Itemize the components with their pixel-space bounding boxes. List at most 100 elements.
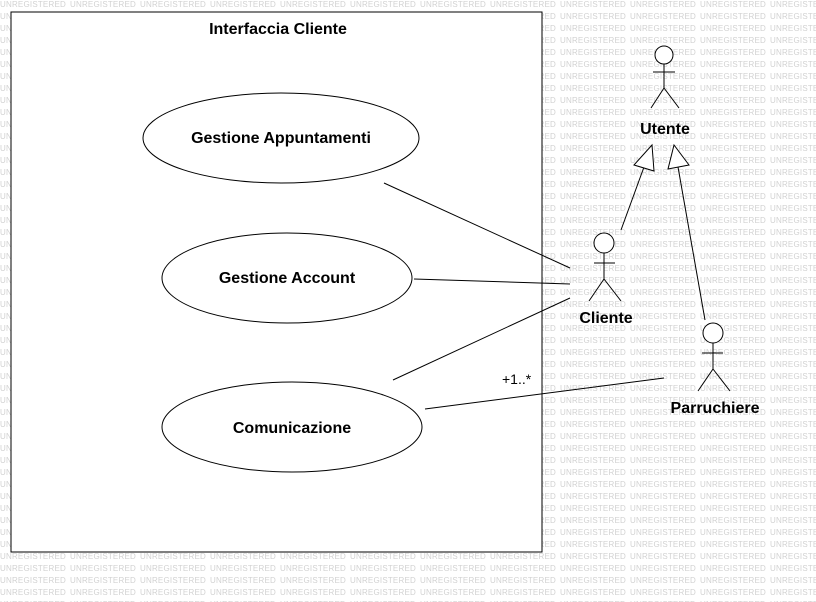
watermark-text: UNREGISTERED <box>560 12 626 21</box>
watermark-text: UNREGISTERED <box>560 312 626 321</box>
stick-figure-icon <box>650 45 680 109</box>
watermark-text: UNREGISTERED <box>630 384 696 393</box>
watermark-text: UNREGISTERED <box>630 156 696 165</box>
watermark-text: UNREGISTERED <box>0 552 66 561</box>
watermark-text: UNREGISTERED <box>630 264 696 273</box>
watermark-text: UNREGISTERED <box>560 348 626 357</box>
watermark-text: UNREGISTERED <box>70 564 136 573</box>
watermark-text: UNREGISTERED <box>560 576 626 585</box>
actor-utente[interactable]: Utente <box>640 45 690 138</box>
watermark-text: UNREGISTERED <box>630 552 696 561</box>
watermark-text: UNREGISTERED <box>560 456 626 465</box>
watermark-text: UNREGISTERED <box>630 132 696 141</box>
watermark-text: UNREGISTERED <box>700 192 766 201</box>
watermark-text: UNREGISTERED <box>770 240 816 249</box>
watermark-text: UNREGISTERED <box>700 408 766 417</box>
watermark-text: UNREGISTERED <box>140 588 206 597</box>
watermark-text: UNREGISTERED <box>560 108 626 117</box>
watermark-text: UNREGISTERED <box>140 576 206 585</box>
watermark-text: UNREGISTERED <box>700 492 766 501</box>
watermark-text: UNREGISTERED <box>560 120 626 129</box>
watermark-text: UNREGISTERED <box>70 600 136 602</box>
watermark-text: UNREGISTERED <box>700 276 766 285</box>
watermark-text: UNREGISTERED <box>770 120 816 129</box>
association-cliente-account[interactable] <box>413 278 571 285</box>
watermark-text: UNREGISTERED <box>490 552 556 561</box>
watermark-text: UNREGISTERED <box>630 288 696 297</box>
watermark-text: UNREGISTERED <box>700 504 766 513</box>
watermark-text: UNREGISTERED <box>630 168 696 177</box>
watermark-text: UNREGISTERED <box>560 504 626 513</box>
watermark-text: UNREGISTERED <box>210 552 276 561</box>
watermark-text: UNREGISTERED <box>630 0 696 9</box>
watermark-text: UNREGISTERED <box>560 228 626 237</box>
watermark-text: UNREGISTERED <box>630 144 696 153</box>
watermark-text: UNREGISTERED <box>560 60 626 69</box>
watermark-text: UNREGISTERED <box>420 552 486 561</box>
watermark-text: UNREGISTERED <box>560 0 626 9</box>
watermark-text: UNREGISTERED <box>280 552 346 561</box>
watermark-text: UNREGISTERED <box>630 420 696 429</box>
watermark-text: UNREGISTERED <box>770 216 816 225</box>
watermark-text: UNREGISTERED <box>630 204 696 213</box>
actor-label: Cliente <box>579 310 632 327</box>
watermark-text: UNREGISTERED <box>700 216 766 225</box>
watermark-text: UNREGISTERED <box>630 492 696 501</box>
watermark-text: UNREGISTERED <box>700 240 766 249</box>
watermark-text: UNREGISTERED <box>770 228 816 237</box>
generalization-cliente-utente[interactable] <box>620 166 645 231</box>
watermark-text: UNREGISTERED <box>560 240 626 249</box>
generalization-parrucchiere-utente[interactable] <box>677 166 706 321</box>
watermark-text: UNREGISTERED <box>700 528 766 537</box>
watermark-text: UNREGISTERED <box>700 84 766 93</box>
watermark-text: UNREGISTERED <box>560 564 626 573</box>
association-cliente-appuntamenti[interactable] <box>383 182 571 269</box>
actor-parrucchiere[interactable]: Parruchiere <box>671 322 760 417</box>
watermark-text: UNREGISTERED <box>770 24 816 33</box>
watermark-text: UNREGISTERED <box>770 540 816 549</box>
watermark-text: UNREGISTERED <box>140 564 206 573</box>
watermark-text: UNREGISTERED <box>630 240 696 249</box>
watermark-text: UNREGISTERED <box>630 348 696 357</box>
watermark-text: UNREGISTERED <box>700 288 766 297</box>
watermark-text: UNREGISTERED <box>770 432 816 441</box>
watermark-text: UNREGISTERED <box>630 180 696 189</box>
watermark-text: UNREGISTERED <box>560 516 626 525</box>
watermark-text: UNREGISTERED <box>560 132 626 141</box>
watermark-text: UNREGISTERED <box>770 192 816 201</box>
watermark-text: UNREGISTERED <box>700 576 766 585</box>
actor-cliente[interactable]: Cliente <box>579 232 633 327</box>
association-cliente-comunicazione[interactable] <box>392 297 571 381</box>
association-parrucchiere-comunicazione[interactable] <box>424 377 665 410</box>
watermark-text: UNREGISTERED <box>700 168 766 177</box>
watermark-text: UNREGISTERED <box>420 576 486 585</box>
watermark-text: UNREGISTERED <box>630 540 696 549</box>
watermark-text: UNREGISTERED <box>70 0 136 9</box>
use-case-gestione-account[interactable]: Gestione Account <box>161 232 413 324</box>
watermark-text: UNREGISTERED <box>560 72 626 81</box>
watermark-text: UNREGISTERED <box>770 276 816 285</box>
watermark-text: UNREGISTERED <box>770 564 816 573</box>
system-boundary-title: Interfaccia Cliente <box>209 21 347 38</box>
watermark-text: UNREGISTERED <box>700 432 766 441</box>
watermark-text: UNREGISTERED <box>770 528 816 537</box>
watermark-text: UNREGISTERED <box>630 108 696 117</box>
watermark-text: UNREGISTERED <box>490 588 556 597</box>
watermark-text: UNREGISTERED <box>700 516 766 525</box>
watermark-text: UNREGISTERED <box>490 600 556 602</box>
watermark-text: UNREGISTERED <box>630 456 696 465</box>
watermark-text: UNREGISTERED <box>630 252 696 261</box>
watermark-text: UNREGISTERED <box>700 36 766 45</box>
watermark-text: UNREGISTERED <box>70 588 136 597</box>
watermark-text: UNREGISTERED <box>560 408 626 417</box>
watermark-text: UNREGISTERED <box>700 372 766 381</box>
watermark-text: UNREGISTERED <box>700 96 766 105</box>
actor-label: Utente <box>640 121 690 138</box>
use-case-gestione-appuntamenti[interactable]: Gestione Appuntamenti <box>142 92 420 184</box>
watermark-text: UNREGISTERED <box>560 360 626 369</box>
use-case-comunicazione[interactable]: Comunicazione <box>161 381 423 473</box>
watermark-text: UNREGISTERED <box>560 552 626 561</box>
watermark-text: UNREGISTERED <box>770 0 816 9</box>
use-case-label: Gestione Account <box>219 270 356 287</box>
watermark-text: UNREGISTERED <box>140 600 206 602</box>
